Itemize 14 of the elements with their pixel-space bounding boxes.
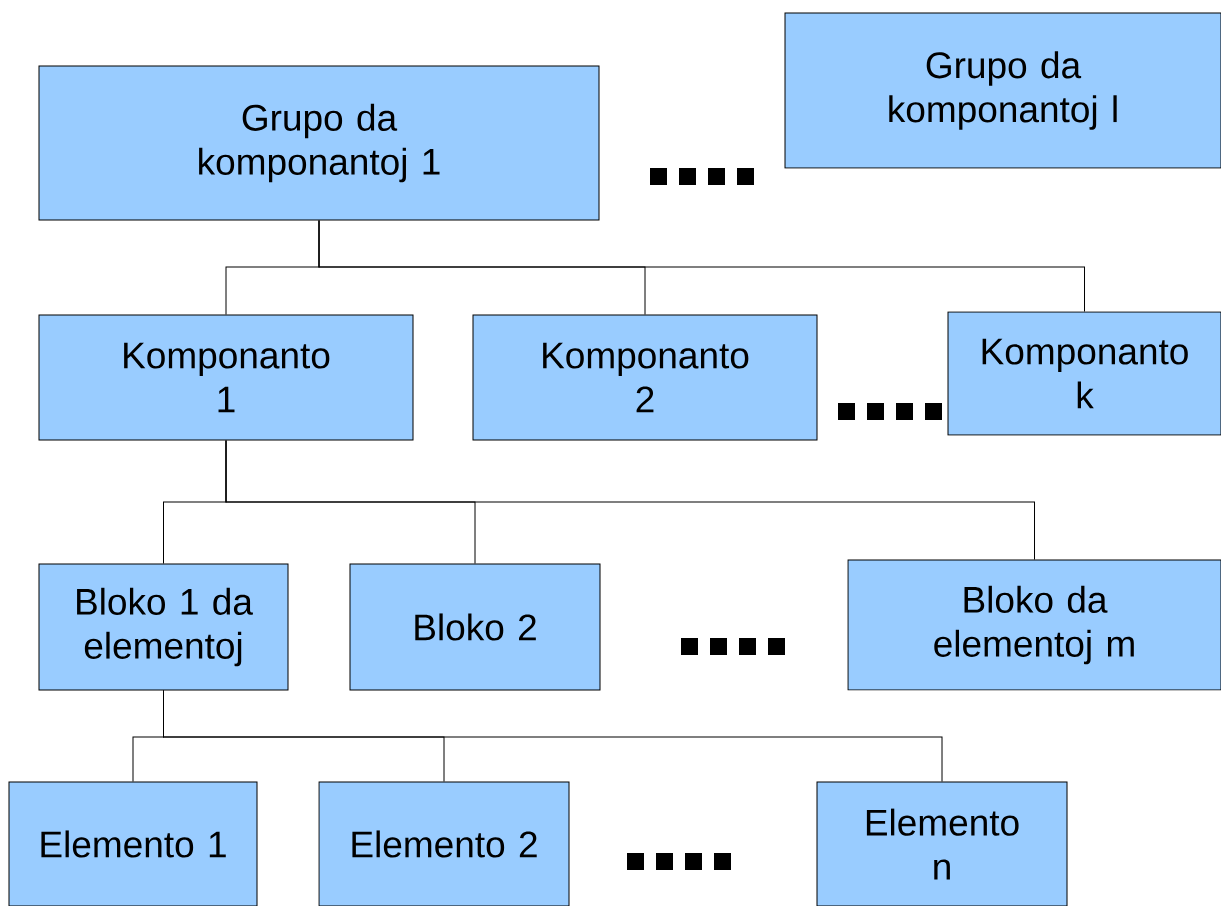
component-box: Elemento n bbox=[816, 781, 1068, 906]
component-box: Elemento 2 bbox=[318, 781, 570, 906]
component-box: Grupo da komponantoj l bbox=[784, 12, 1221, 169]
connector-line bbox=[225, 440, 1035, 560]
component-box: Grupo da komponantoj 1 bbox=[38, 65, 600, 221]
component-box: Elemento 1 bbox=[8, 781, 258, 906]
connector-line bbox=[163, 690, 943, 782]
component-box: Bloko 2 bbox=[349, 563, 601, 691]
component-box: Komponanto 2 bbox=[472, 314, 818, 441]
component-box: Bloko 1 da elementoj bbox=[38, 563, 289, 691]
connector-line bbox=[318, 220, 1085, 312]
component-box: Komponanto 1 bbox=[38, 314, 414, 441]
component-box: Komponanto k bbox=[947, 311, 1221, 436]
component-box: Bloko da elementoj m bbox=[847, 559, 1221, 691]
